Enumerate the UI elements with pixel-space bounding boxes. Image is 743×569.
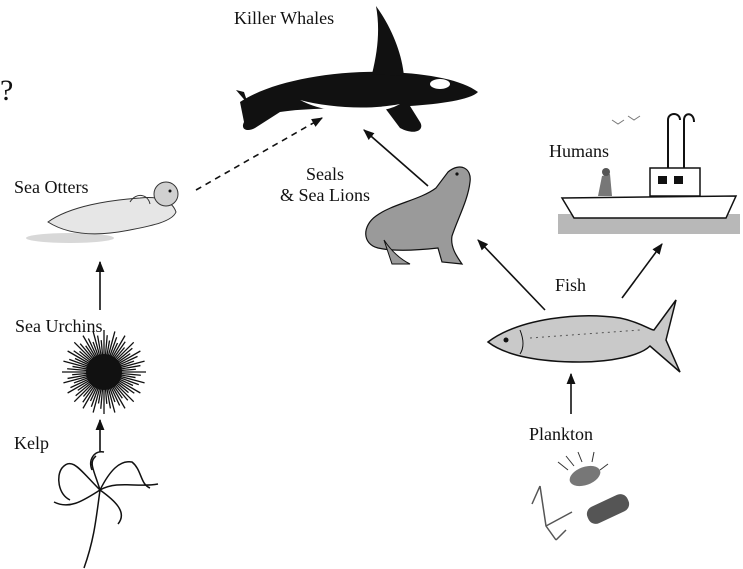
label-seals-line1: Seals xyxy=(262,164,388,185)
label-seals-sea-lions: Seals & Sea Lions xyxy=(262,164,388,205)
label-plankton: Plankton xyxy=(529,424,593,445)
label-seals-line2: & Sea Lions xyxy=(262,185,388,206)
plankton-image xyxy=(532,452,632,540)
fishing-boat-image xyxy=(558,114,740,234)
kelp-image xyxy=(54,452,158,568)
sea-urchin-image xyxy=(62,330,146,414)
fish-image xyxy=(488,300,680,372)
label-sea-urchins: Sea Urchins xyxy=(15,316,102,337)
label-sea-otters: Sea Otters xyxy=(14,177,88,198)
label-humans: Humans xyxy=(549,141,609,162)
arrow-fish-to-seals xyxy=(478,240,545,310)
label-kelp: Kelp xyxy=(14,433,49,454)
question-mark: ? xyxy=(0,74,13,109)
label-fish: Fish xyxy=(555,275,586,296)
label-killer-whales: Killer Whales xyxy=(234,8,334,29)
arrow-fish-to-humans xyxy=(622,244,662,298)
